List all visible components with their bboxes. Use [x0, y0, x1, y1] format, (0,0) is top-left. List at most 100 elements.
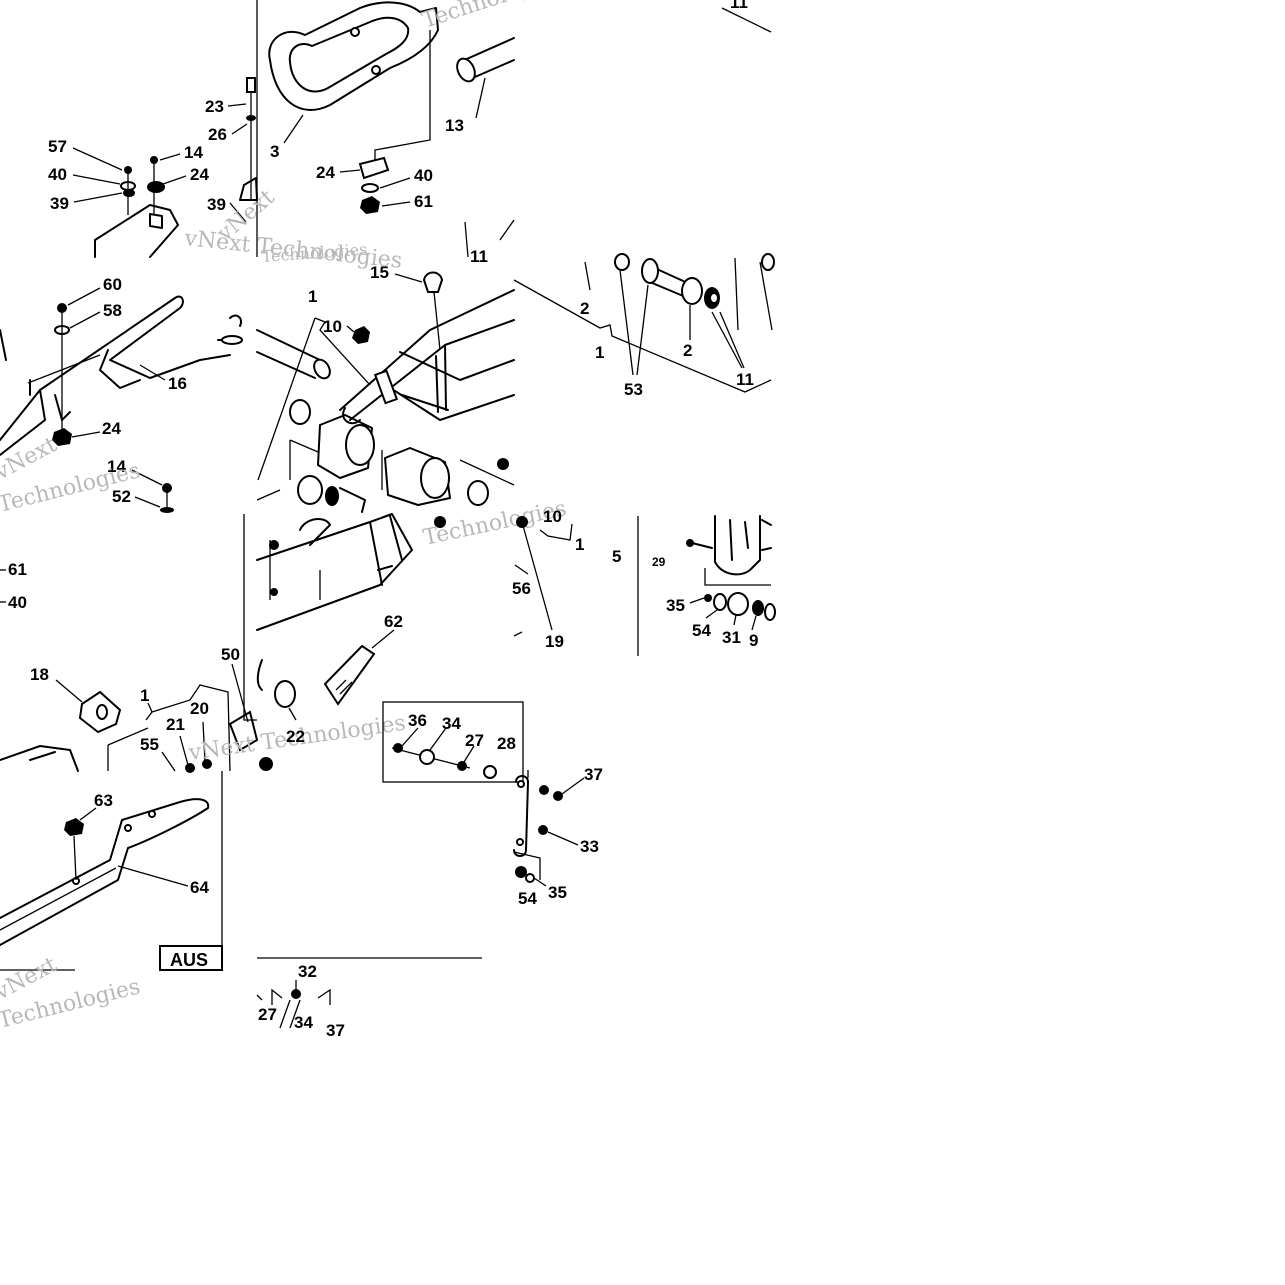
tile-row2-left: 60 58 16 24 14 52 vNext Technologies	[0, 275, 243, 518]
tile-top-middle: 3 13 24 40 61 11 Technologies	[256, 0, 565, 266]
detail-inset-box	[382, 701, 524, 783]
callout-18: 18	[30, 665, 49, 684]
nut-part	[52, 428, 72, 446]
tile-row2-right: 2 1 2 53 11	[513, 253, 775, 399]
callout-11-c: 11	[736, 370, 754, 389]
callout-2: 2	[580, 299, 589, 318]
callout-55: 55	[140, 735, 159, 754]
callout-54-b: 54	[518, 889, 537, 908]
bushing-set	[289, 399, 509, 513]
bolt-head-part	[352, 326, 370, 344]
bushing-part	[727, 592, 749, 616]
clip-part	[422, 271, 444, 293]
leader-lines	[67, 287, 166, 508]
callout-1-c: 1	[140, 686, 149, 705]
washer-part	[713, 593, 727, 611]
callout-37: 37	[584, 765, 603, 784]
callout-1-d: 1	[575, 535, 584, 554]
watermark-text: Technologies	[419, 0, 565, 34]
callout-50: 50	[221, 645, 240, 664]
callout-36: 36	[408, 711, 427, 730]
callout-1: 1	[308, 287, 317, 306]
bracket-clip-part	[358, 156, 390, 180]
tube-part	[420, 457, 450, 499]
bushing-part	[289, 399, 311, 425]
callout-62: 62	[384, 612, 403, 631]
callout-15: 15	[370, 263, 389, 282]
callout-33: 33	[580, 837, 599, 856]
callout-52: 52	[112, 487, 131, 506]
lift-arm-part	[256, 513, 413, 631]
callout-26: 26	[208, 125, 227, 144]
callout-60: 60	[103, 275, 122, 294]
tile-top-right: 11	[721, 0, 772, 33]
callout-27: 27	[465, 731, 484, 750]
callout-40: 40	[48, 165, 67, 184]
bolt-part	[246, 77, 256, 93]
arm-plate-part	[0, 798, 210, 946]
callout-5: 5	[612, 547, 621, 566]
callout-34: 34	[442, 714, 461, 733]
leader-lines	[72, 103, 248, 223]
callout-2-b: 2	[683, 341, 692, 360]
callout-37-b: 37	[326, 1021, 345, 1040]
callout-24-c: 24	[102, 419, 121, 438]
callout-10-b: 10	[543, 507, 562, 526]
leader-lines	[288, 629, 475, 763]
callout-1-b: 1	[595, 343, 604, 362]
callout-9: 9	[749, 631, 758, 650]
tube-part	[345, 424, 375, 466]
callout-54: 54	[692, 621, 711, 640]
callout-35: 35	[666, 596, 685, 615]
bracket-part	[94, 204, 179, 258]
callout-32: 32	[298, 962, 317, 981]
callout-56: 56	[512, 579, 531, 598]
callout-16: 16	[168, 374, 187, 393]
pin-part	[459, 37, 515, 81]
callout-40-c: 40	[8, 593, 27, 612]
tile-row3-middle: 62 22 36 34 27 28 Technologies	[243, 496, 569, 783]
callout-57: 57	[48, 137, 67, 156]
washer-part	[123, 189, 135, 197]
tile-row2-middle: 15 1 10	[256, 263, 515, 513]
callout-34-b: 34	[294, 1013, 313, 1032]
tile-row4-left: AUS 63 64 vNext Technologies	[0, 771, 223, 1034]
callout-64: 64	[190, 878, 209, 897]
callout-61: 61	[414, 192, 433, 211]
bolt-head-part	[57, 303, 67, 313]
callout-20: 20	[190, 699, 209, 718]
bushing-part	[297, 475, 323, 505]
callout-14: 14	[184, 143, 203, 162]
callout-29: 29	[652, 555, 666, 569]
callout-10: 10	[323, 317, 342, 336]
callout-13: 13	[445, 116, 464, 135]
callout-27-b: 27	[258, 1005, 277, 1024]
washer-part	[147, 181, 165, 193]
callout-3: 3	[270, 142, 279, 161]
shaft-part	[256, 329, 321, 379]
region-badge-label: AUS	[170, 950, 208, 970]
callout-24-b: 24	[316, 163, 335, 182]
callout-61-b: 61	[8, 560, 27, 579]
leader-lines	[619, 269, 745, 376]
watermark-text: vNext	[0, 432, 61, 486]
callout-14-b: 14	[107, 457, 126, 476]
washer-part	[274, 680, 296, 708]
leader-lines	[283, 77, 486, 207]
callout-35-b: 35	[548, 883, 567, 902]
callout-58: 58	[103, 301, 122, 320]
link-bar-part	[513, 775, 529, 857]
plate-part	[228, 710, 259, 752]
tile-row4-right: 37 33 54 35	[513, 765, 603, 908]
leader-lines	[346, 273, 423, 333]
callout-21: 21	[166, 715, 185, 734]
callout-39: 39	[50, 194, 69, 213]
arm-bracket-part	[0, 295, 231, 456]
link-part	[373, 369, 399, 405]
leader-lines	[689, 597, 757, 631]
handle-plate-part	[268, 1, 439, 111]
callout-53: 53	[624, 380, 643, 399]
tile-row3-right: 10 1 56 19 5 29 35 54 31 9	[512, 507, 776, 656]
region-badge	[159, 945, 223, 971]
